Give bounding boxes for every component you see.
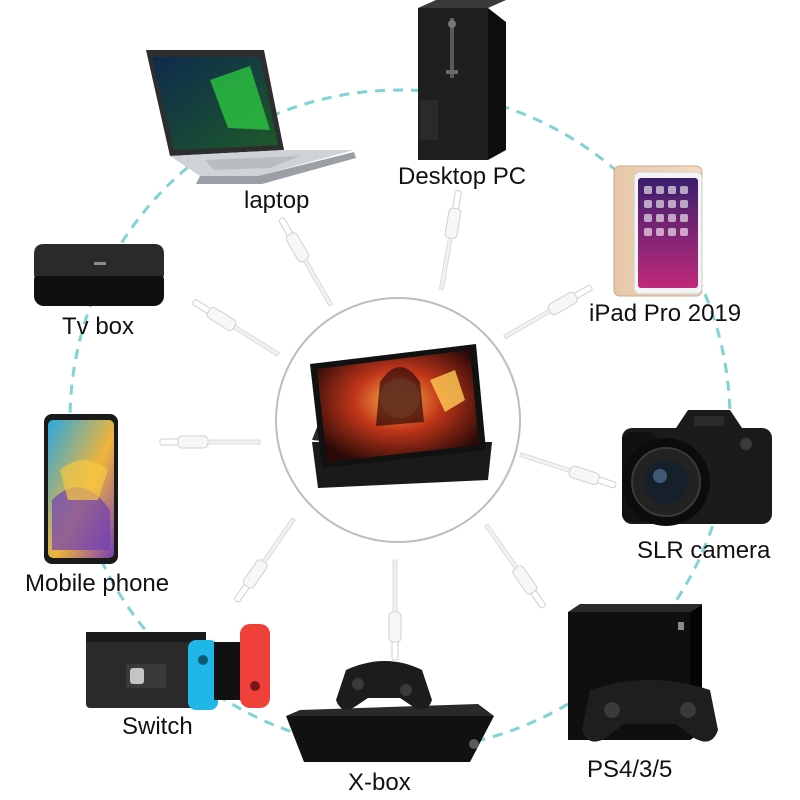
label-switch: Switch	[122, 713, 193, 740]
label-tv-box: Tv box	[62, 313, 135, 340]
desktop-tower-icon	[418, 0, 506, 160]
label-x-box: X-box	[348, 769, 411, 796]
cable-ipad	[501, 281, 595, 343]
cable-slr	[518, 448, 618, 492]
camera-icon	[622, 410, 772, 526]
cable-ps	[480, 521, 550, 611]
smartphone-icon	[44, 414, 118, 564]
cable-xbox	[388, 559, 402, 661]
laptop-icon	[146, 50, 356, 184]
cable-tvbox	[189, 295, 283, 361]
cable-laptop	[275, 215, 337, 309]
xbox-console-icon	[286, 661, 494, 762]
tablet-icon	[613, 165, 703, 297]
label-slr-camera: SLR camera	[637, 537, 771, 564]
cable-mobile	[159, 435, 261, 449]
tv-box-icon	[34, 244, 164, 306]
label-ipad-pro: iPad Pro 2019	[589, 300, 742, 327]
portable-monitor-icon	[310, 344, 492, 488]
cable-switch	[230, 515, 300, 605]
game-console-icon	[86, 624, 270, 710]
cable-desktop	[434, 189, 466, 291]
label-ps: PS4/3/5	[587, 756, 673, 783]
label-desktop-pc: Desktop PC	[398, 163, 527, 190]
label-mobile-phone: Mobile phone	[25, 570, 170, 597]
playstation-console-icon	[568, 604, 718, 742]
label-laptop: laptop	[244, 187, 310, 214]
